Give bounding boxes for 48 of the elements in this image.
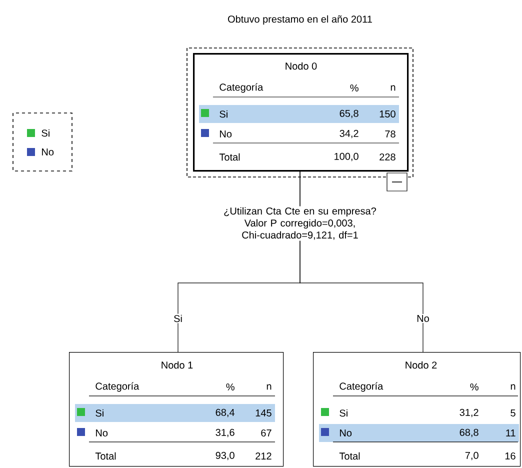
percent-value: 68,8: [460, 428, 478, 438]
count-value: 78: [385, 130, 396, 138]
category-label: Total: [219, 153, 240, 161]
category-label: Si: [340, 409, 348, 417]
count-value: 16: [505, 452, 516, 460]
chart-title: Obtuvo prestamo en el año 2011: [228, 15, 372, 25]
column-header: n: [510, 384, 516, 390]
category-label: Total: [339, 452, 360, 460]
count-value: 150: [380, 110, 396, 118]
category-label: No: [220, 130, 232, 138]
column-header: %: [470, 383, 478, 390]
category-label: No: [96, 430, 108, 436]
column-header: n: [390, 85, 396, 91]
node-title: Nodo 1: [162, 361, 193, 369]
percent-value: 93,0: [216, 452, 234, 460]
column-header: Categoría: [96, 382, 140, 392]
category-label: Si: [220, 110, 228, 118]
split-description: ¿Utilizan Cta Cte en su empresa? Valor P corregido=0,003, Chi-cuadrado=9,121, df=1: [219, 206, 381, 241]
node-title: Nodo 2: [406, 361, 437, 369]
percent-value: 68,4: [216, 408, 234, 418]
legend-entry: Si: [27, 129, 50, 137]
column-header: Categoría: [220, 83, 264, 93]
tree-node-box: [69, 352, 284, 467]
category-label: No: [340, 430, 352, 436]
column-header: %: [350, 84, 358, 92]
node-title: Nodo 0: [286, 62, 317, 70]
count-value: 67: [261, 429, 272, 437]
count-value: 5: [510, 410, 516, 416]
branch-label: Si: [174, 314, 182, 322]
count-value: 228: [380, 153, 396, 161]
column-header: n: [266, 384, 272, 390]
percent-value: 100,0: [334, 152, 358, 162]
tree-node-box: [313, 352, 521, 467]
count-value: 212: [256, 452, 272, 460]
branch-line: [300, 170, 424, 352]
count-value: 11: [506, 430, 516, 436]
percent-value: 7,0: [465, 452, 478, 460]
percent-value: 65,8: [340, 110, 358, 118]
category-label: Si: [96, 409, 104, 417]
legend-entry: No: [27, 148, 54, 156]
column-header: %: [226, 383, 234, 390]
percent-value: 31,6: [216, 428, 234, 438]
branch-label: No: [417, 315, 429, 322]
count-value: 145: [256, 410, 272, 416]
column-header: Categoría: [340, 382, 384, 392]
category-label: Total: [95, 452, 116, 460]
percent-value: 31,2: [460, 408, 478, 418]
percent-value: 34,2: [340, 130, 358, 138]
